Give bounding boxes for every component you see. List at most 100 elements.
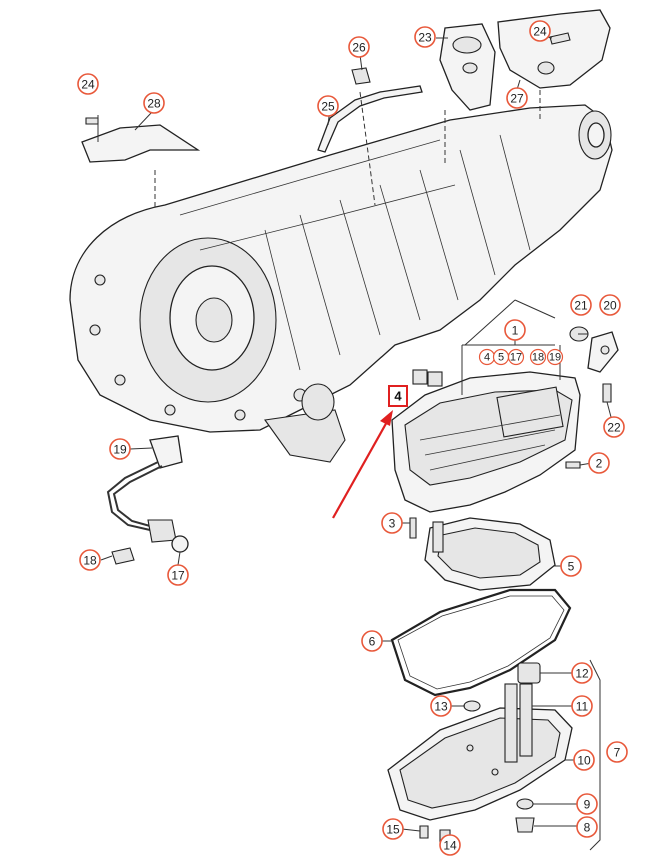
highlighted-part-label: 4	[394, 389, 402, 404]
callout-circle	[317, 95, 339, 117]
seal-9	[516, 798, 534, 810]
group-1-sublabel-4: 4	[484, 352, 490, 364]
callout-24: 24	[77, 73, 99, 95]
callout-number: 13	[434, 700, 448, 714]
callout-number: 21	[574, 299, 588, 313]
callout-8: 8	[576, 816, 598, 838]
callout-circle	[571, 695, 593, 717]
callout-3: 3	[381, 512, 403, 534]
callout-number: 28	[147, 97, 161, 111]
callout-circle	[77, 73, 99, 95]
callout-circle	[576, 816, 598, 838]
callout-circle	[382, 818, 404, 840]
mount-bracket-27	[497, 9, 611, 89]
callout-number: 15	[386, 823, 400, 837]
callout-number: 14	[443, 839, 457, 853]
bolt-15	[419, 825, 429, 839]
washer-13	[463, 700, 481, 712]
callout-14: 14	[439, 834, 461, 856]
callout-number: 8	[584, 821, 591, 835]
callout-13: 13	[430, 695, 452, 717]
callout-number: 18	[83, 554, 97, 568]
callout-19: 19	[109, 438, 131, 460]
callout-18: 18	[79, 549, 101, 571]
group-1-sublabel-18: 18	[532, 352, 544, 364]
callout-number: 12	[575, 667, 589, 681]
callout-number: 5	[568, 560, 575, 574]
callout-circle	[361, 630, 383, 652]
callout-circle	[439, 834, 461, 856]
drain-plug-8	[515, 817, 535, 833]
callout-circle	[504, 319, 526, 341]
callout-21: 21	[570, 294, 592, 316]
red-arrow	[332, 410, 393, 519]
callout-circle	[381, 512, 403, 534]
callout-number: 6	[369, 635, 376, 649]
transmission-housing	[69, 104, 613, 463]
callout-circle	[603, 416, 625, 438]
callout-number: 3	[389, 517, 396, 531]
callout-1: 1	[504, 319, 526, 341]
bolt-24-right	[549, 32, 571, 45]
callout-circle	[506, 87, 528, 109]
callout-number: 10	[577, 754, 591, 768]
callout-15: 15	[382, 818, 404, 840]
callout-circle	[414, 26, 436, 48]
callout-20: 20	[599, 294, 621, 316]
callout-9: 9	[576, 793, 598, 815]
callout-number: 1	[512, 324, 519, 338]
callout-circle	[143, 92, 165, 114]
leader-lines	[97, 32, 612, 851]
callout-number: 7	[614, 746, 621, 760]
sublabel-circle	[546, 348, 564, 366]
wiring-harness-19	[106, 435, 189, 565]
callout-circle	[573, 749, 595, 771]
callout-circle	[109, 438, 131, 460]
plug-12	[517, 662, 541, 684]
callout-number: 17	[171, 569, 185, 583]
callout-circle	[571, 662, 593, 684]
callout-number: 24	[81, 78, 95, 92]
callout-23: 23	[414, 26, 436, 48]
callout-24: 24	[529, 20, 551, 42]
callout-25: 25	[317, 95, 339, 117]
callout-circle	[606, 741, 628, 763]
callout-27: 27	[506, 87, 528, 109]
callout-5: 5	[560, 555, 582, 577]
callout-circle	[430, 695, 452, 717]
callout-26: 26	[348, 36, 370, 58]
bracket-28	[81, 117, 201, 163]
callout-circle	[167, 564, 189, 586]
group-1-sublabel-19: 19	[549, 352, 561, 364]
callout-circle	[588, 452, 610, 474]
callout-circle	[348, 36, 370, 58]
callout-22: 22	[603, 416, 625, 438]
callout-number: 9	[584, 798, 591, 812]
callout-number: 25	[321, 100, 335, 114]
callout-number: 24	[533, 25, 547, 39]
group-1-sublabel-5: 5	[498, 352, 504, 364]
callout-circle	[599, 294, 621, 316]
callout-circle	[79, 549, 101, 571]
group-1-sublabel-17: 17	[510, 352, 522, 364]
sublabel-circle	[529, 348, 547, 366]
callout-17: 17	[167, 564, 189, 586]
bolt-2	[565, 461, 581, 469]
callout-11: 11	[571, 695, 593, 717]
highlighted-part-4: 4	[388, 385, 408, 407]
callout-circle	[529, 20, 551, 42]
mount-bracket-23	[439, 23, 496, 111]
callout-circle	[576, 793, 598, 815]
callout-number: 19	[113, 443, 127, 457]
callout-number: 23	[418, 31, 432, 45]
callout-7: 7	[606, 741, 628, 763]
oil-filter-5	[424, 517, 556, 591]
callout-number: 26	[352, 41, 366, 55]
callout-number: 11	[576, 700, 589, 714]
callout-number: 2	[596, 457, 603, 471]
valve-body-unit	[391, 369, 581, 513]
callout-number: 20	[603, 299, 617, 313]
